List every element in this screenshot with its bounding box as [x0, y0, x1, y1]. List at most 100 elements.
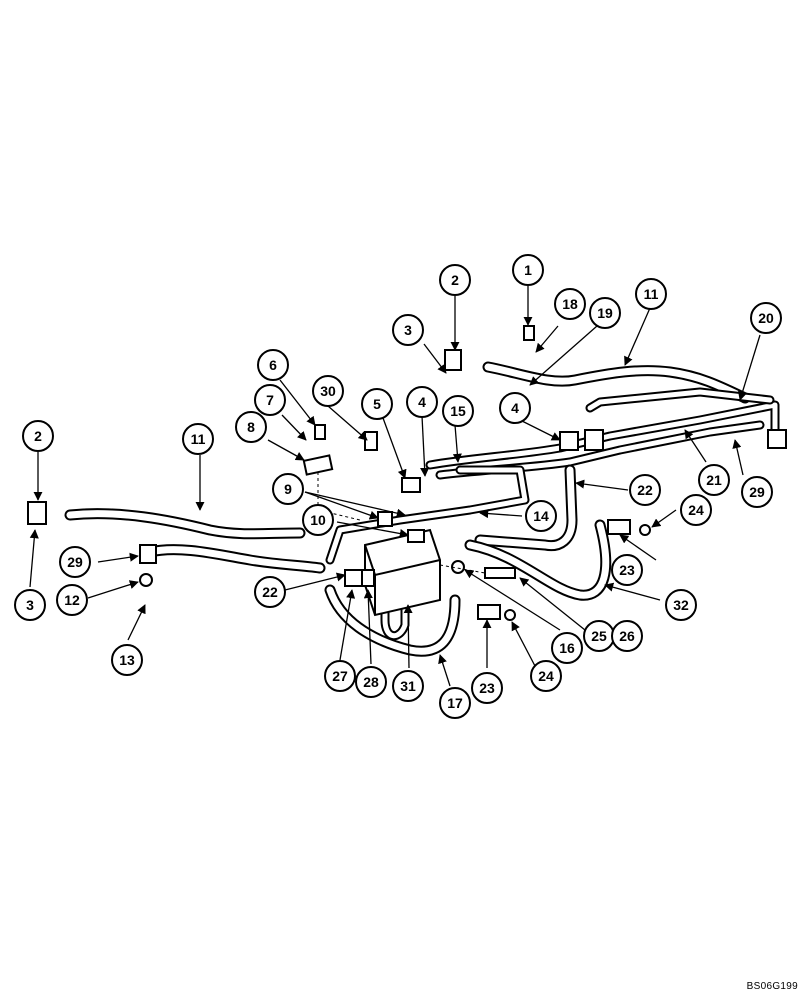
- callout-7: 7: [254, 384, 286, 416]
- callout-17: 17: [439, 687, 471, 719]
- hose-22-right: [474, 464, 578, 552]
- callout-number: 10: [310, 512, 326, 528]
- callout-2: 2: [22, 420, 54, 452]
- leader-29a: [97, 552, 139, 563]
- fitting-28: [361, 569, 375, 587]
- leader-31: [403, 604, 413, 669]
- dashed-line-bolt-25: [439, 564, 486, 574]
- leader-32: [604, 582, 661, 601]
- callout-circle: [324, 660, 356, 692]
- callout-number: 28: [363, 674, 379, 690]
- callout-number: 5: [373, 396, 381, 412]
- callout-number: 17: [447, 695, 463, 711]
- callout-6: 6: [257, 349, 289, 381]
- callout-4: 4: [406, 386, 438, 418]
- callout-circle: [392, 314, 424, 346]
- callout-circle: [439, 264, 471, 296]
- leader-13: [127, 604, 146, 641]
- bolt-1: [523, 325, 535, 341]
- callout-circle: [312, 375, 344, 407]
- callout-number: 25: [591, 628, 607, 644]
- leader-30: [327, 405, 368, 441]
- leader-17: [438, 654, 451, 687]
- leader-8: [267, 439, 305, 461]
- callout-circle: [698, 464, 730, 496]
- callout-circle: [182, 423, 214, 455]
- leader-12: [87, 580, 139, 599]
- fitting-elbow-left: [27, 501, 47, 525]
- fitting-30: [364, 431, 378, 451]
- leader-27: [339, 589, 356, 661]
- callout-circle: [254, 576, 286, 608]
- fitting-23-upper: [607, 519, 631, 535]
- leader-15: [452, 424, 462, 463]
- callout-circle: [611, 554, 643, 586]
- callout-14: 14: [525, 500, 557, 532]
- callout-number: 26: [619, 628, 635, 644]
- leader-9a: [304, 491, 379, 520]
- callout-number: 2: [451, 272, 459, 288]
- callout-circle: [439, 687, 471, 719]
- fitting-10: [407, 529, 425, 543]
- clamp-bracket: [302, 454, 334, 476]
- leader-28: [363, 589, 373, 665]
- fitting-elbow-top: [444, 349, 462, 371]
- callout-number: 31: [400, 678, 416, 694]
- callout-3: 3: [392, 314, 424, 346]
- callout-12: 12: [56, 584, 88, 616]
- callout-circle: [56, 584, 88, 616]
- callout-number: 11: [644, 286, 659, 302]
- callout-circle: [530, 660, 562, 692]
- callout-number: 12: [64, 592, 80, 608]
- callout-number: 21: [706, 472, 722, 488]
- callout-11: 11: [635, 278, 667, 310]
- callout-number: 29: [749, 484, 765, 500]
- callout-circle: [392, 670, 424, 702]
- fitting-5: [401, 477, 421, 493]
- callout-number: 4: [511, 400, 519, 416]
- tube-14: [325, 465, 530, 565]
- callout-number: 22: [262, 584, 278, 600]
- callout-circle: [512, 254, 544, 286]
- callout-8: 8: [235, 411, 267, 443]
- leader-18: [535, 325, 559, 353]
- callout-number: 23: [479, 680, 495, 696]
- callout-circle: [471, 672, 503, 704]
- callout-number: 3: [26, 597, 34, 613]
- callout-24: 24: [680, 494, 712, 526]
- callout-21: 21: [698, 464, 730, 496]
- reference-code: BS06G199: [746, 981, 798, 992]
- hose-17: [324, 584, 461, 657]
- callout-number: 7: [266, 392, 274, 408]
- callout-number: 20: [758, 310, 774, 326]
- callout-circle: [111, 644, 143, 676]
- callout-3: 3: [14, 589, 46, 621]
- fitting-end-right: [767, 429, 787, 449]
- callout-circle: [254, 384, 286, 416]
- callout-9: 9: [272, 473, 304, 505]
- leader-22b: [284, 572, 346, 591]
- callout-number: 22: [637, 482, 653, 498]
- callout-circle: [680, 494, 712, 526]
- fitting-9: [377, 511, 393, 527]
- leader-19: [529, 325, 598, 386]
- callout-number: 24: [688, 502, 704, 518]
- callout-number: 14: [533, 508, 549, 524]
- leader-4a: [420, 415, 430, 477]
- bolt-6: [314, 424, 326, 440]
- callout-number: 13: [119, 652, 135, 668]
- fitting-left-29: [139, 544, 157, 564]
- callout-circle: [59, 546, 91, 578]
- callout-number: 1: [524, 262, 532, 278]
- hose-left-lower: [144, 544, 326, 574]
- callout-circle: [750, 302, 782, 334]
- leader-25: [519, 577, 586, 631]
- callout-1: 1: [512, 254, 544, 286]
- callout-10: 10: [302, 504, 334, 536]
- callout-circle: [589, 297, 621, 329]
- callout-circle: [629, 474, 661, 506]
- hose-31: [380, 565, 410, 641]
- callout-22: 22: [629, 474, 661, 506]
- callout-22: 22: [254, 576, 286, 608]
- callout-31: 31: [392, 670, 424, 702]
